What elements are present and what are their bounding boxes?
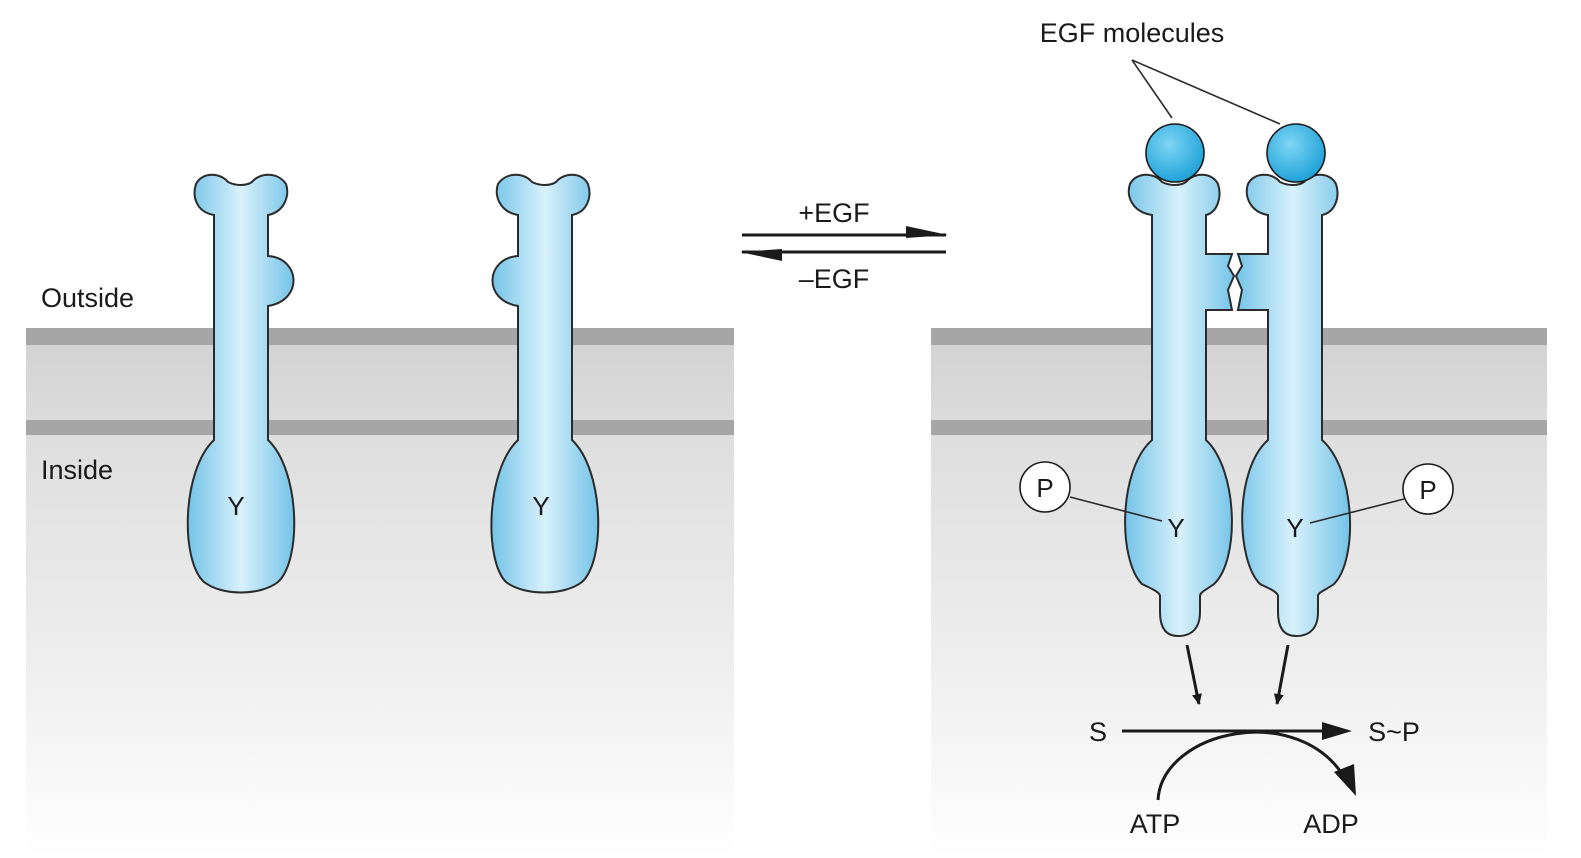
tyrosine-label: Y: [227, 491, 244, 521]
receptor-body: [1124, 173, 1236, 638]
atp-label: ATP: [1130, 809, 1181, 839]
inside-label: Inside: [41, 455, 113, 485]
substrate-label: S: [1089, 717, 1107, 747]
reverse-arrow-head: [740, 249, 782, 261]
tyrosine-label: Y: [1167, 513, 1184, 543]
left-panel: [26, 328, 734, 858]
atp-adp-arrow-head: [1334, 764, 1356, 796]
phosphate-bond: [1309, 498, 1405, 524]
outside-label: Outside: [41, 283, 134, 313]
tyrosine-label: Y: [532, 491, 549, 521]
kinase-arrow-right: [1273, 644, 1290, 705]
egf-molecule: [1266, 123, 1326, 183]
receptor-dimer-left: Y: [1124, 123, 1236, 638]
left-membrane-outer-band: [26, 328, 734, 345]
atp-adp-curve: [1156, 730, 1348, 801]
egf-molecules-label: EGF molecules: [1040, 18, 1225, 48]
phosphate-circle: [1402, 463, 1454, 515]
equilibrium-arrows: +EGF –EGF: [740, 198, 948, 294]
phosphate-circle: [1019, 461, 1071, 513]
egf-leader-line-right: [1131, 59, 1281, 125]
egf-leader-line-left: [1131, 59, 1173, 119]
plus-egf-label: +EGF: [798, 198, 869, 228]
left-membrane-inner-band: [26, 420, 734, 435]
phosphate-left: P: [1019, 461, 1163, 522]
phosphate-label: P: [1036, 473, 1053, 503]
phosphorylation-reaction: S S~P ATP ADP: [1089, 717, 1420, 839]
receptor-body: [490, 173, 600, 594]
egf-molecule: [1145, 123, 1205, 183]
left-cytoplasm: [26, 435, 734, 858]
right-membrane-inner-band: [931, 420, 1547, 435]
phosphate-label: P: [1419, 475, 1436, 505]
adp-label: ADP: [1303, 809, 1359, 839]
right-bilayer: [931, 345, 1547, 420]
kinase-arrow-left: [1185, 644, 1202, 705]
phosphate-right: P: [1309, 463, 1454, 524]
phosphate-bond: [1069, 496, 1163, 522]
right-membrane-outer-band: [931, 328, 1547, 345]
receptor-body: [186, 173, 296, 594]
tyrosine-label: Y: [1286, 513, 1303, 543]
left-bilayer: [26, 345, 734, 420]
reaction-arrow-head: [1322, 722, 1352, 740]
receptor-monomer-1: Y: [186, 173, 296, 594]
minus-egf-label: –EGF: [799, 264, 870, 294]
forward-arrow-head: [906, 226, 948, 238]
product-label: S~P: [1368, 717, 1420, 747]
receptor-monomer-2: Y: [490, 173, 600, 594]
right-panel: [931, 328, 1547, 858]
